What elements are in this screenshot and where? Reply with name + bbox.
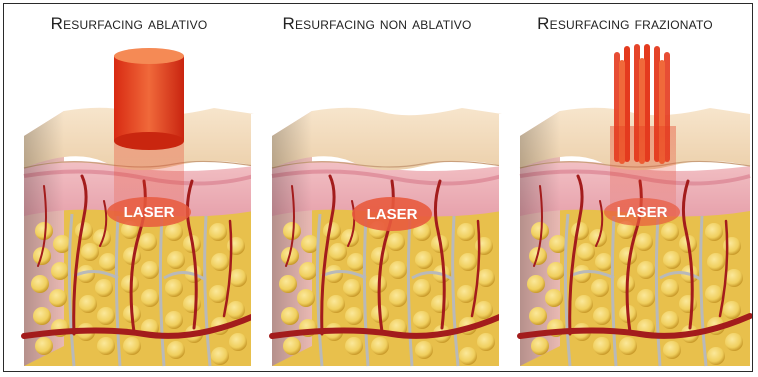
panel-fractional: Resurfacing frazionato LASER <box>500 4 750 372</box>
panel-ablative: Resurfacing ablativo LASER <box>4 4 254 372</box>
laser-label: LASER <box>352 206 432 223</box>
laser-label: LASER <box>602 204 682 221</box>
panel-title: Resurfacing ablativo <box>4 14 254 34</box>
panel-non-ablative: Resurfacing non ablativo LASER <box>252 4 502 372</box>
panel-title: Resurfacing frazionato <box>500 14 750 34</box>
figure-frame: Resurfacing ablativo LASER Resurfacing n… <box>3 3 753 372</box>
laser-label: LASER <box>109 204 189 221</box>
panel-title: Resurfacing non ablativo <box>252 14 502 34</box>
